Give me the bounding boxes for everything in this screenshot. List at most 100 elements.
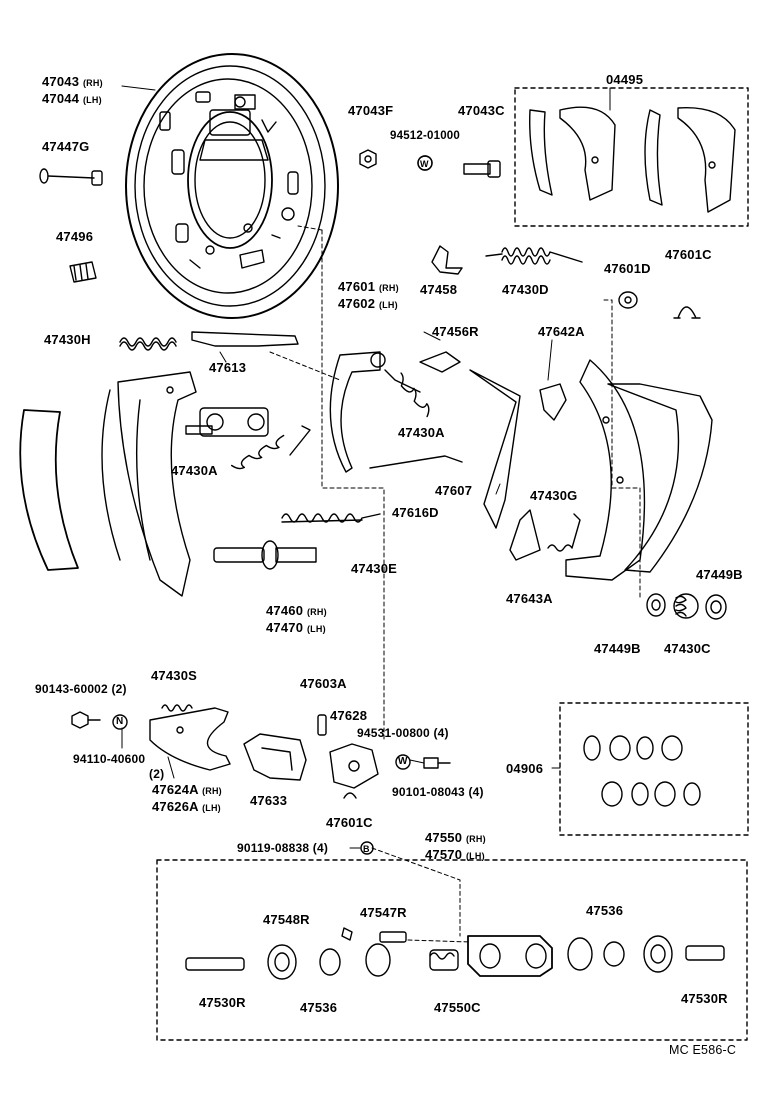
label-47430d: 47430D (502, 282, 549, 297)
clip-47601c-top (673, 306, 701, 319)
label-47447g: 47447G (42, 139, 90, 154)
label-47449b-right: 47449B (696, 567, 743, 582)
label-47430g: 47430G (530, 488, 578, 503)
label-47043c: 47043C (458, 103, 505, 118)
label-47601d: 47601D (604, 261, 651, 276)
part-number: 47044 (42, 91, 80, 106)
spring-47430a-left (230, 434, 285, 470)
part-47643a (509, 509, 541, 561)
label-47643a: 47643A (506, 591, 553, 606)
side-note: (RH) (82, 78, 103, 88)
label-47430s: 47430S (151, 668, 198, 683)
label-94110: 94110-40600 (2) (73, 752, 164, 782)
strut-plate (191, 331, 299, 347)
plate-47456r (419, 351, 461, 373)
shoe-kit-box (514, 87, 749, 227)
spring-47430a-mid (400, 372, 430, 418)
label-47642a: 47642A (538, 324, 585, 339)
adjuster-bolt (213, 540, 317, 570)
shoe-kit-parts (529, 106, 736, 213)
side-note: (LH) (82, 95, 102, 105)
plug (69, 261, 97, 283)
label-47430a-left: 47430A (171, 463, 218, 478)
part-number: 47626A (152, 799, 199, 814)
label-47530r-left: 47530R (199, 995, 246, 1010)
nut-symbol: N (116, 716, 124, 727)
label-47548r: 47548R (263, 912, 310, 927)
adjuster-parts-left (185, 407, 269, 437)
cup-47601d (618, 291, 638, 309)
side-note: (RH) (202, 786, 222, 796)
washer-94512-symbol-circle (417, 155, 433, 171)
label-47550-47570: 47550 (RH) 47570 (LH) (425, 830, 486, 864)
leader-lines (121, 85, 641, 943)
washer-94512-symbol: W (420, 159, 429, 169)
nut-symbol-circle (112, 714, 128, 730)
bolt-symbol: B (363, 844, 370, 854)
label-47601c-bottom: 47601C (326, 815, 373, 830)
side-note: (RH) (306, 607, 327, 617)
label-47624a-47626a: 47624A (RH) 47626A (LH) (152, 782, 222, 816)
strut-47607 (469, 369, 521, 529)
spring-47430d (485, 247, 583, 263)
wheel-cylinder-parts (185, 927, 725, 980)
hold-down-pin (39, 168, 103, 186)
label-47430h: 47430H (44, 332, 91, 347)
label-47456r: 47456R (432, 324, 479, 339)
wheel-cylinder-box (156, 859, 748, 1041)
part-number: 94110-40600 (73, 752, 146, 766)
adjusting-lever-small (431, 245, 463, 275)
label-47043-47044: 47043 (RH) 47044 (LH) (42, 74, 103, 108)
label-47496: 47496 (56, 229, 94, 244)
label-47616d: 47616D (392, 505, 439, 520)
part-number: 47470 (266, 620, 304, 635)
label-47536-right: 47536 (586, 903, 624, 918)
side-note: (LH) (378, 300, 398, 310)
part-number: 47601 (338, 279, 376, 294)
side-note: (LH) (465, 851, 485, 861)
backing-plate (125, 53, 339, 319)
part-number: 47624A (152, 782, 199, 797)
side-note: (LH) (202, 803, 221, 813)
label-04495: 04495 (606, 72, 644, 87)
parking-lever (329, 351, 386, 473)
label-47043f: 47043F (348, 103, 394, 118)
label-04906: 04906 (506, 761, 544, 776)
part-number: 47602 (338, 296, 376, 311)
seal-kit-parts (583, 735, 701, 807)
label-47430c: 47430C (664, 641, 711, 656)
washer-symbol-circle (395, 754, 411, 770)
label-47530r-right: 47530R (681, 991, 728, 1006)
bolt-47043c (463, 160, 501, 178)
label-47547r: 47547R (360, 905, 407, 920)
label-47430e: 47430E (351, 561, 398, 576)
nut-47043f (359, 149, 377, 169)
clip-47601c-bottom (343, 792, 357, 799)
side-note: (RH) (378, 283, 399, 293)
label-47603a: 47603A (300, 676, 347, 691)
boot-47633 (243, 733, 307, 781)
pin-47603a (317, 714, 327, 736)
right-shoe-assembly (565, 359, 713, 581)
diagram-code: MC E586-C (669, 1043, 737, 1057)
bolt-90101 (423, 757, 451, 769)
part-47642a (539, 383, 567, 421)
label-47633: 47633 (250, 793, 288, 808)
left-shoe-assembly (19, 371, 197, 597)
adjuster-spring-set (646, 593, 727, 620)
label-47430a-mid: 47430A (398, 425, 445, 440)
seal-kit-box (559, 702, 749, 836)
label-94531: 94531-00800 (4) (357, 726, 449, 740)
label-90101: 90101-08043 (4) (392, 785, 484, 799)
spring-47430h (119, 337, 177, 347)
spring-47430g (547, 513, 581, 552)
side-note: (LH) (306, 624, 326, 634)
label-47550c: 47550C (434, 1000, 481, 1015)
lever-parts-lower (71, 704, 231, 771)
washer-symbol: W (398, 756, 408, 767)
bellcrank-47628 (329, 743, 379, 789)
quantity-note: (2) (149, 767, 165, 781)
part-number: 47570 (425, 847, 463, 862)
